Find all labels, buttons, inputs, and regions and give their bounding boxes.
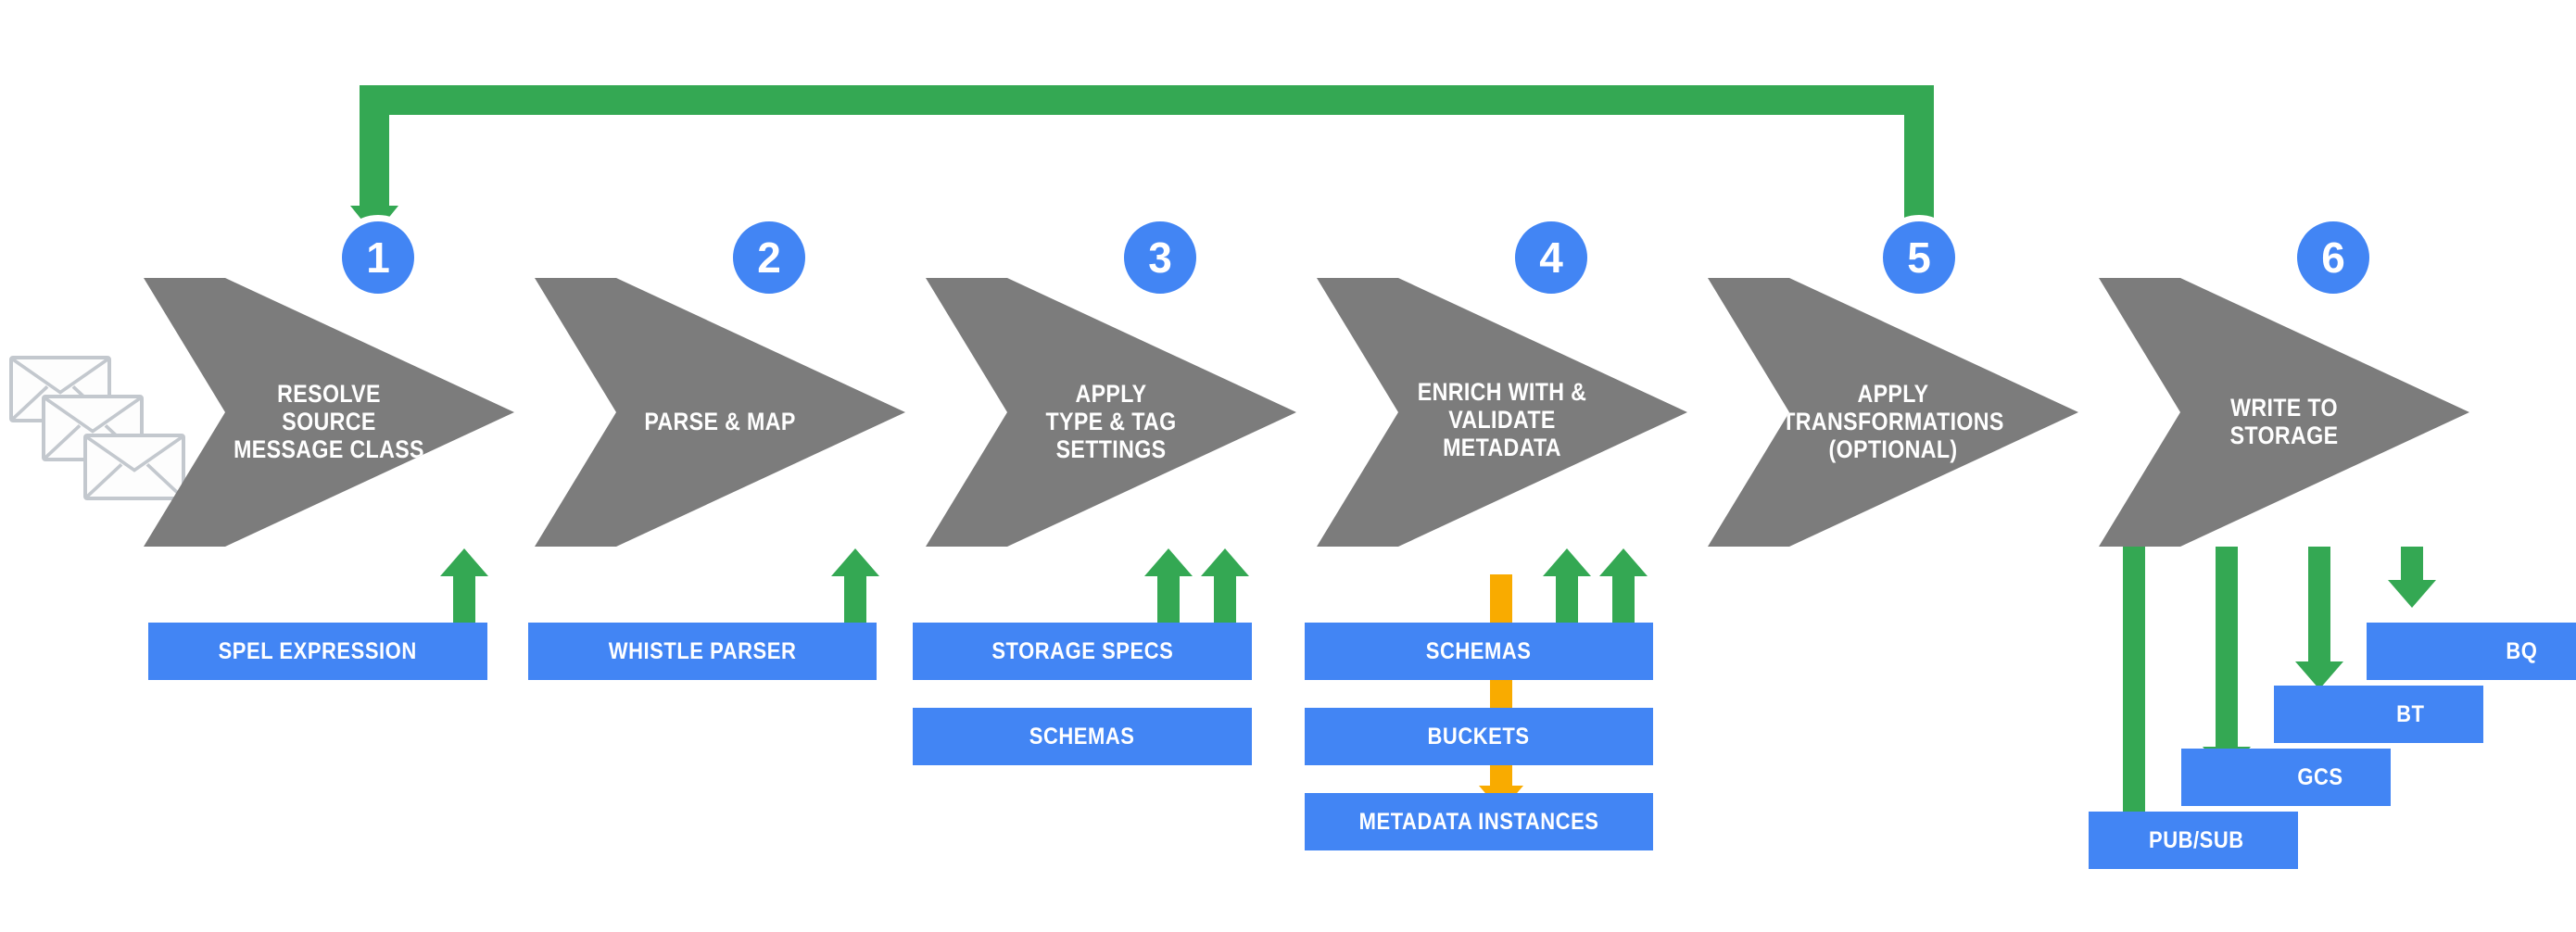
feedback-loop-horizontal xyxy=(360,85,1934,115)
input-arrow-head-spel-icon xyxy=(440,548,488,576)
step-chevron-1[interactable]: RESOLVE SOURCE MESSAGE CLASS xyxy=(144,278,514,547)
input-box-label: BUCKETS xyxy=(1427,723,1531,749)
step-label-3: APPLY TYPE & TAG SETTINGS xyxy=(952,380,1270,463)
input-box-label: SCHEMAS xyxy=(1426,637,1532,664)
step-number-badge-2[interactable]: 2 xyxy=(726,215,812,300)
input-box-schemas-step4[interactable]: SCHEMAS xyxy=(1305,623,1653,680)
input-box-schemas-step3[interactable]: SCHEMAS xyxy=(913,708,1252,765)
output-box-label: BQ xyxy=(2506,637,2538,664)
output-box-bt[interactable]: BT xyxy=(2274,686,2483,743)
step-label-line: VALIDATE xyxy=(1448,406,1556,434)
input-box-label: WHISTLE PARSER xyxy=(608,637,797,664)
input-arrow-shaft-spel xyxy=(453,574,475,630)
step-label-line: METADATA xyxy=(1443,434,1561,461)
step-label-line: PARSE & MAP xyxy=(644,408,796,435)
output-arrow-head-bt-icon xyxy=(2295,661,2343,689)
step-label-2: PARSE & MAP xyxy=(561,408,879,435)
envelope-icon xyxy=(83,434,185,500)
input-arrow-head-storage-specs-icon xyxy=(1144,548,1193,576)
input-arrow-shaft-schemas-4 xyxy=(1556,574,1578,630)
step-label-line: MESSAGE CLASS xyxy=(234,435,424,463)
step-label-line: SETTINGS xyxy=(1055,435,1167,463)
step-label-line: TYPE & TAG xyxy=(1045,408,1177,435)
output-arrow-shaft-gcs xyxy=(2216,547,2238,749)
step-chevron-3[interactable]: APPLY TYPE & TAG SETTINGS xyxy=(926,278,1296,547)
step-label-6: WRITE TO STORAGE xyxy=(2125,394,2443,449)
step-label-line: ENRICH WITH & xyxy=(1417,378,1587,406)
feedback-loop-vertical-left xyxy=(360,85,389,206)
step-label-line: (OPTIONAL) xyxy=(1828,435,1958,463)
step-chevron-6[interactable]: WRITE TO STORAGE xyxy=(2099,278,2469,547)
input-box-buckets[interactable]: BUCKETS xyxy=(1305,708,1653,765)
input-arrow-head-schemas-3-icon xyxy=(1201,548,1249,576)
input-box-label: SCHEMAS xyxy=(1029,723,1135,749)
input-box-whistle-parser[interactable]: WHISTLE PARSER xyxy=(528,623,877,680)
input-arrow-head-buckets-icon xyxy=(1599,548,1648,576)
input-arrow-head-schemas-4-icon xyxy=(1543,548,1591,576)
step-label-line: RESOLVE xyxy=(277,380,381,408)
output-box-label: PUB/SUB xyxy=(2149,826,2244,853)
input-box-spel-expression[interactable]: SPEL EXPRESSION xyxy=(148,623,487,680)
output-box-bq[interactable]: BQ xyxy=(2367,623,2576,680)
input-box-metadata-instances[interactable]: METADATA INSTANCES xyxy=(1305,793,1653,850)
input-box-storage-specs[interactable]: STORAGE SPECS xyxy=(913,623,1252,680)
step-chevron-5[interactable]: APPLY TRANSFORMATIONS (OPTIONAL) xyxy=(1708,278,2078,547)
step-chevron-2[interactable]: PARSE & MAP xyxy=(535,278,905,547)
output-box-label: BT xyxy=(2396,700,2425,727)
input-arrow-head-whistle-icon xyxy=(831,548,879,576)
step-number-badge-5[interactable]: 5 xyxy=(1876,215,1962,300)
step-label-4: ENRICH WITH & VALIDATE METADATA xyxy=(1343,378,1661,461)
step-number-badge-3[interactable]: 3 xyxy=(1118,215,1203,300)
input-arrow-shaft-storage-specs xyxy=(1157,574,1180,630)
output-box-label: GCS xyxy=(2297,763,2343,790)
input-box-label: STORAGE SPECS xyxy=(991,637,1173,664)
output-arrow-shaft-bt xyxy=(2308,547,2330,663)
output-box-gcs[interactable]: GCS xyxy=(2181,749,2391,806)
output-arrow-shaft-bq xyxy=(2401,547,2423,582)
step-label-line: APPLY xyxy=(1075,380,1147,408)
output-arrow-shaft-pubsub xyxy=(2123,547,2145,834)
step-number-badge-4[interactable]: 4 xyxy=(1509,215,1594,300)
step-label-5: APPLY TRANSFORMATIONS (OPTIONAL) xyxy=(1734,380,2052,463)
step-chevron-4[interactable]: ENRICH WITH & VALIDATE METADATA xyxy=(1317,278,1687,547)
output-box-pubsub[interactable]: PUB/SUB xyxy=(2089,812,2298,869)
step-label-line: APPLY xyxy=(1857,380,1929,408)
step-label-line: WRITE TO xyxy=(2230,394,2338,422)
step-number-badge-6[interactable]: 6 xyxy=(2291,215,2376,300)
step-label-line: STORAGE xyxy=(2229,422,2339,449)
step-label-1: RESOLVE SOURCE MESSAGE CLASS xyxy=(170,380,488,463)
input-arrow-shaft-whistle xyxy=(844,574,866,630)
output-arrow-head-bq-icon xyxy=(2388,580,2436,608)
step-label-line: TRANSFORMATIONS xyxy=(1782,408,2004,435)
step-number-badge-1[interactable]: 1 xyxy=(335,215,421,300)
input-box-label: METADATA INSTANCES xyxy=(1358,808,1599,835)
step-label-line: SOURCE xyxy=(282,408,376,435)
input-box-label: SPEL EXPRESSION xyxy=(218,637,418,664)
